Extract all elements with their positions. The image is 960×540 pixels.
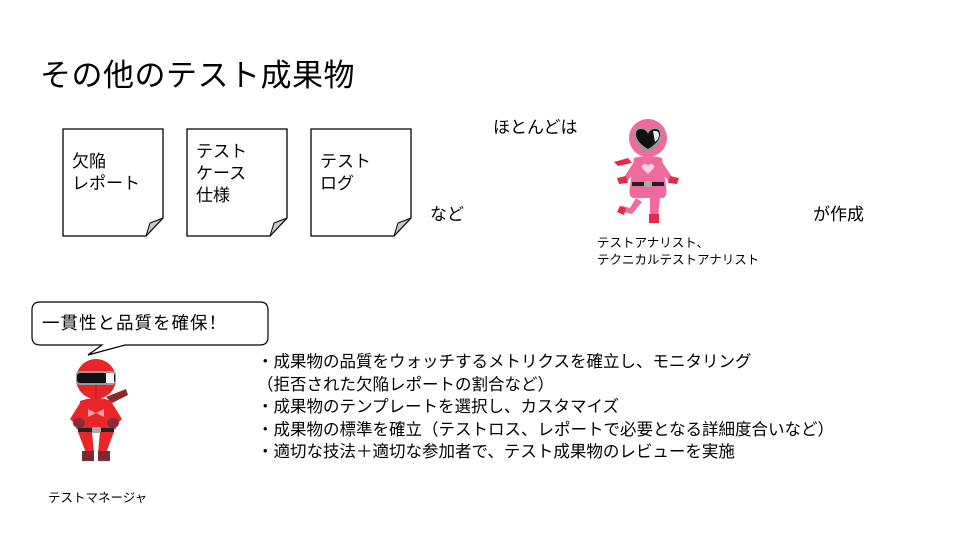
slide-title: その他のテスト成果物 (40, 58, 355, 94)
speech-bubble-shape (31, 301, 269, 356)
list-item: ・成果物のテンプレートを選択し、カスタマイズ (257, 397, 620, 416)
list-item: ・適切な技法＋適切な参加者で、テスト成果物のレビューを実施 (257, 442, 735, 461)
speech-bubble (30, 300, 272, 364)
document-test-case-spec: テスト ケース 仕様 (186, 128, 288, 237)
analyst-caption: テストアナリスト、 テクニカルテストアナリスト (597, 235, 760, 267)
responsibility-list: ・成果物の品質をウォッチするメトリクスを確立し、モニタリング （拒否された欠陥レ… (257, 351, 834, 464)
document-label: テスト ケース 仕様 (196, 142, 247, 206)
analyst-figure (608, 116, 688, 224)
manager-figure (62, 357, 134, 463)
list-item: ・成果物の標準を確立（テストロス、レポートで必要となる詳細度合いなど） (257, 419, 835, 439)
mostly-label: ほとんどは (493, 118, 578, 138)
document-page-icon (186, 128, 288, 237)
document-label: 欠陥 レポート (72, 152, 140, 194)
red-ranger-icon (70, 359, 128, 461)
document-defect-report: 欠陥 レポート (62, 128, 164, 237)
document-label: テスト ログ (320, 152, 371, 194)
document-test-log: テスト ログ (310, 128, 412, 237)
document-page-icon (310, 128, 412, 237)
document-page-icon (62, 128, 164, 237)
etc-label: など (430, 205, 464, 225)
manager-caption: テストマネージャ (48, 490, 148, 505)
created-by-label: が作成 (813, 205, 864, 225)
list-item: ・成果物の品質をウォッチするメトリクスを確立し、モニタリング (257, 352, 752, 371)
list-item: （拒否された欠陥レポートの割合など） (257, 374, 554, 394)
speech-bubble-text: 一貫性と品質を確保！ (42, 314, 227, 334)
pink-ranger-icon (614, 119, 679, 223)
